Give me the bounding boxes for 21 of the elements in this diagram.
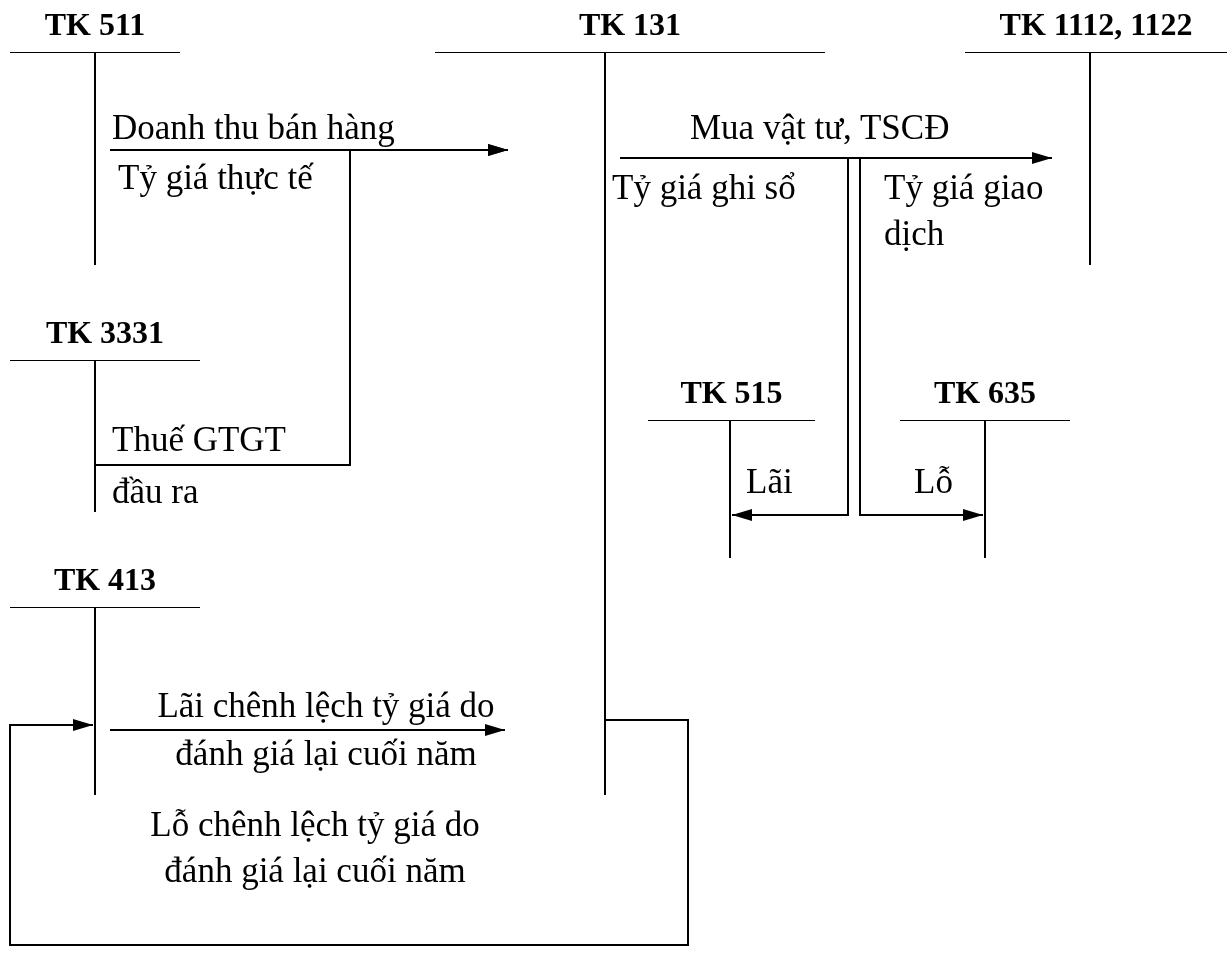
arrow — [94, 144, 509, 466]
edge-label: Lỗ chênh lệch tỷ giá do đánh giá lại cuối năm — [149, 804, 481, 892]
arrow — [9, 719, 689, 946]
edge-label: Thuế GTGT đầu ra — [112, 419, 287, 513]
account-title: TK 131 — [435, 4, 825, 53]
arrow — [619, 157, 984, 521]
edge-label: Doanh thu bán hàng — [112, 108, 396, 148]
account-title: TK 413 — [10, 559, 200, 608]
account-title: TK 1112, 1122 — [965, 4, 1227, 53]
note-text: Tỷ giá ghi sổ — [612, 167, 797, 209]
edge-label: Lãi — [746, 462, 794, 502]
edge-label: Mua vật tư, TSCĐ — [690, 108, 951, 148]
account-title: TK 635 — [900, 372, 1070, 421]
edge-label: Lãi chênh lệch tỷ giá do đánh giá lại cuối năm — [156, 685, 496, 775]
note-text: Tỷ giá thực tế — [118, 157, 315, 199]
account-title: TK 3331 — [10, 312, 200, 361]
edge-label: Lỗ — [914, 462, 954, 502]
account-title: TK 511 — [10, 4, 180, 53]
arrow — [109, 724, 506, 736]
account-title: TK 515 — [648, 372, 815, 421]
note-text: Tỷ giá giao dịch — [884, 167, 1045, 255]
